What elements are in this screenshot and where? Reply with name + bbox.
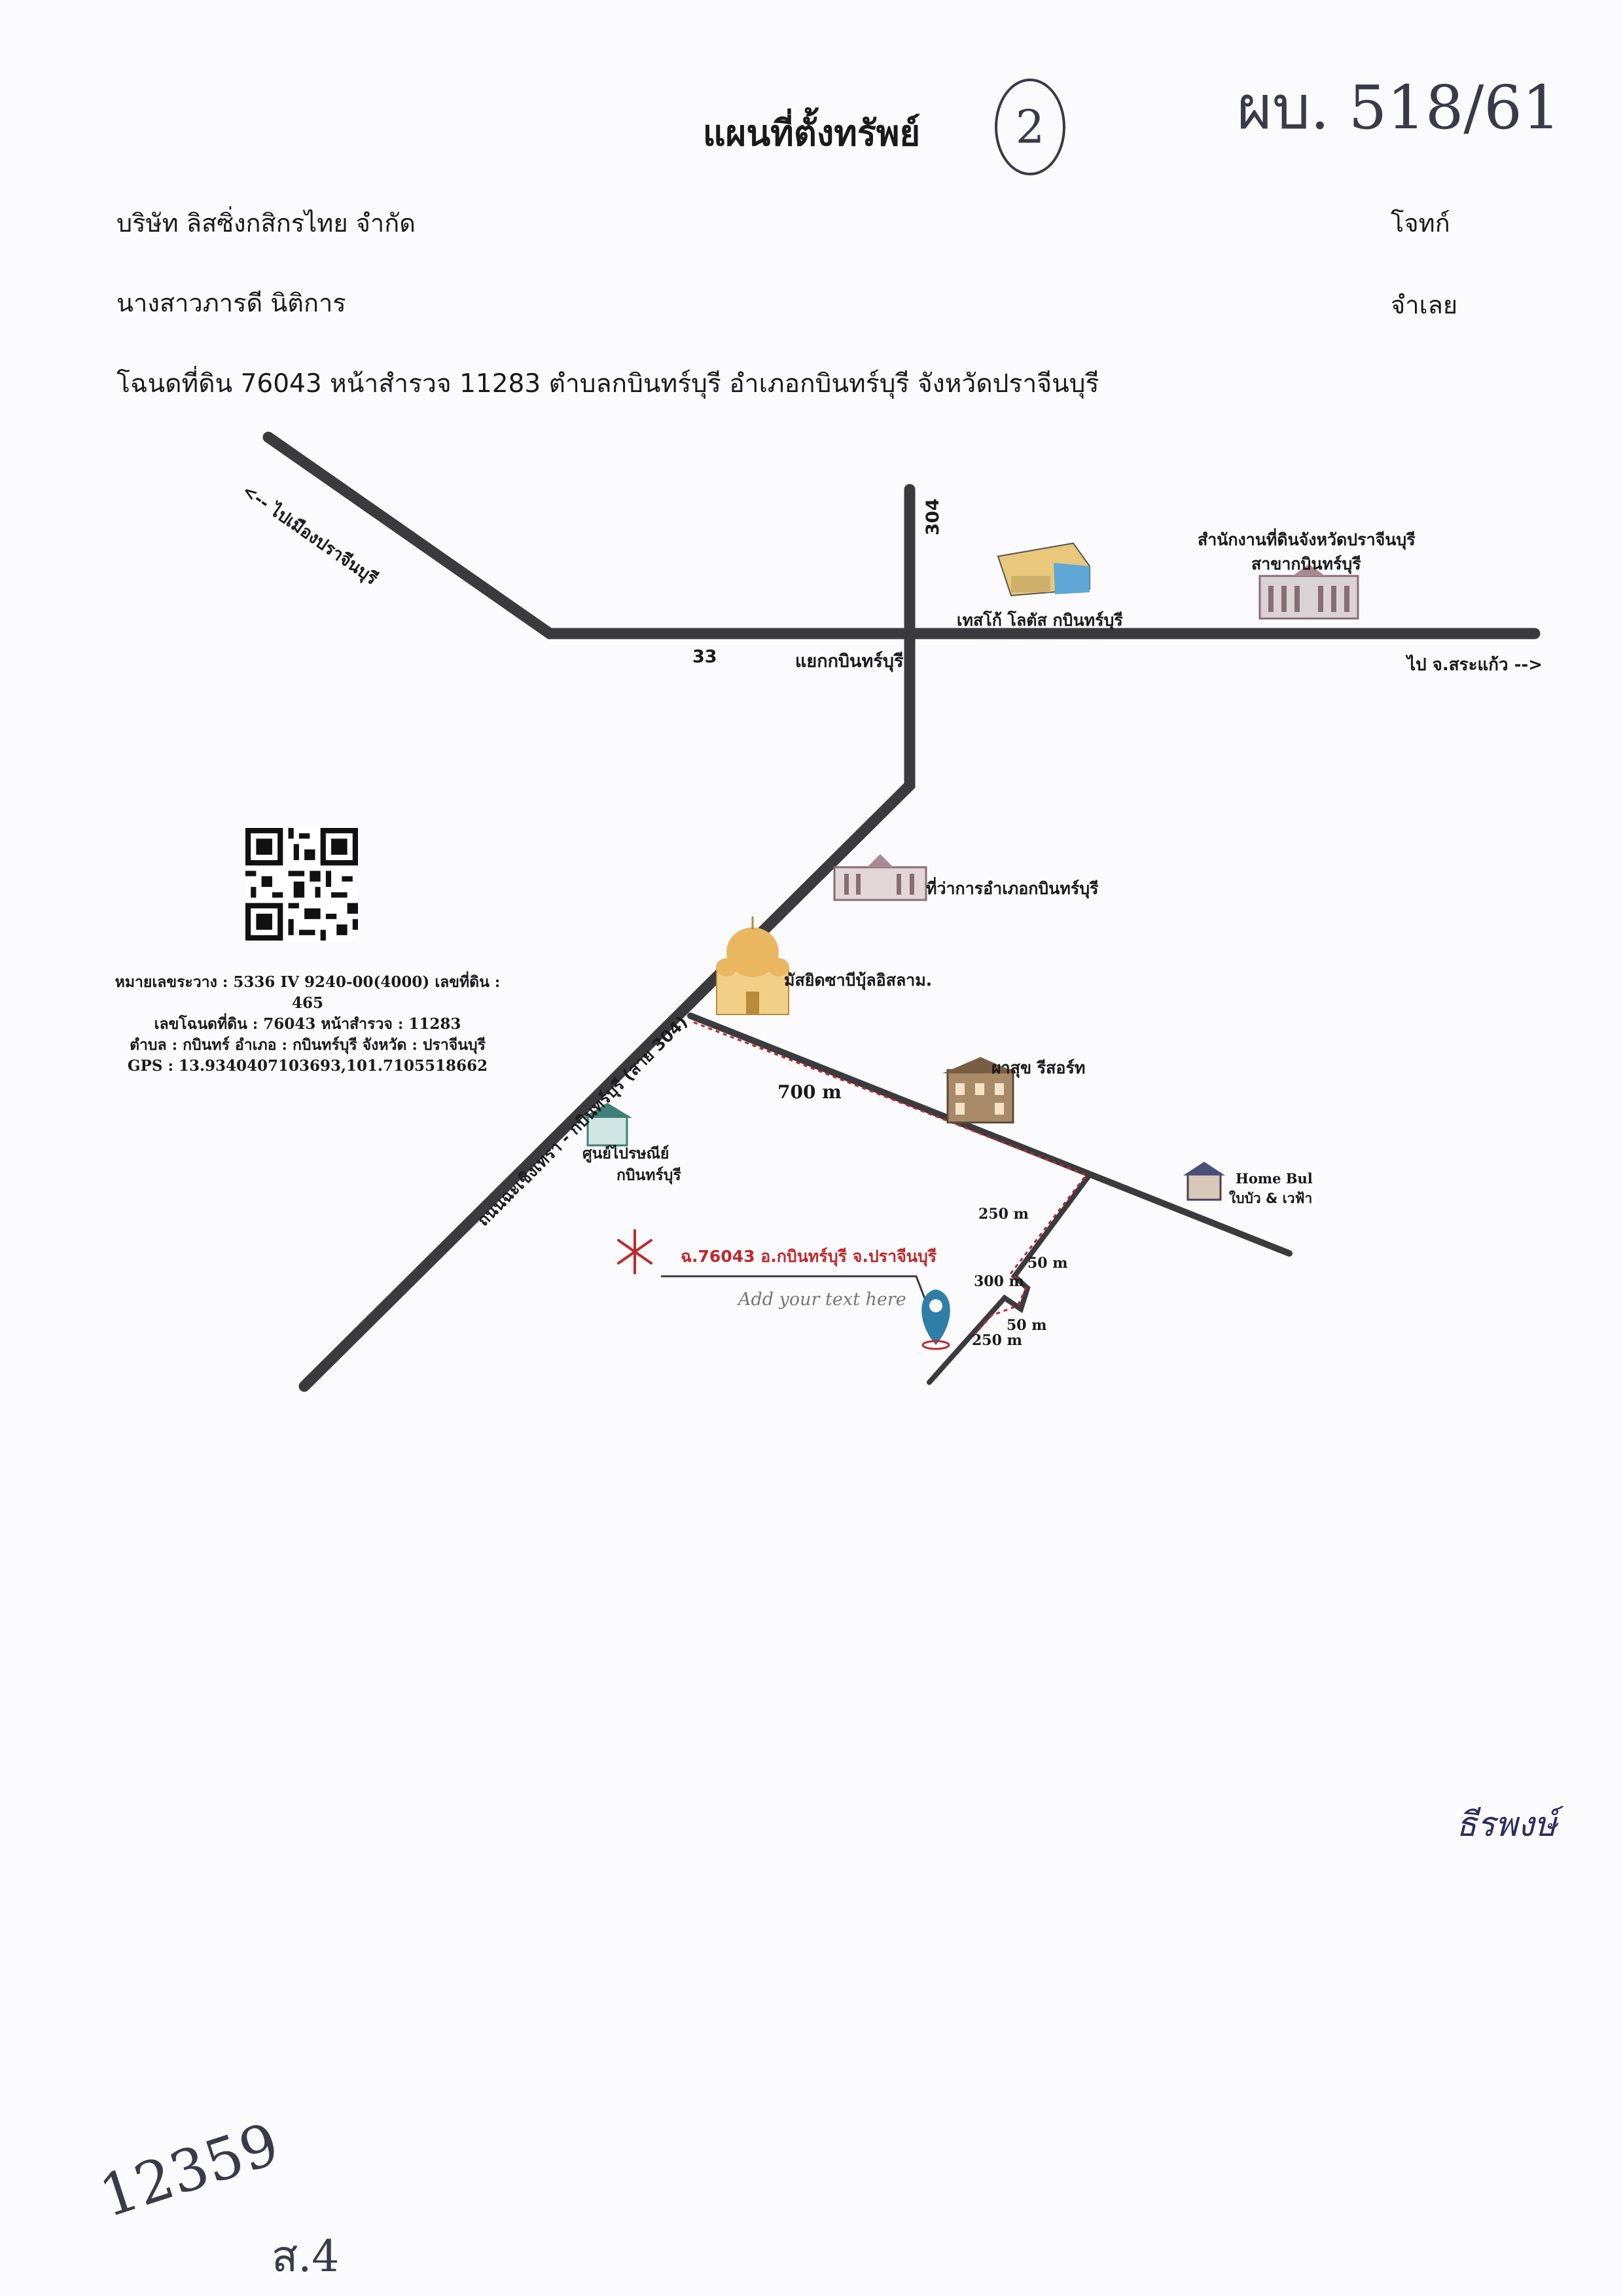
label-home-1: Home Bul [1236,1170,1313,1187]
plaintiff-label: โจทก์ [1391,209,1450,238]
distance-50a: 50 m [1027,1255,1068,1272]
parcel-info-line3: ตำบล : กบินทร์ อำเภอ : กบินทร์บุรี จังหว… [130,1036,486,1054]
target-marker-icon [617,1229,652,1274]
distance-250a: 250 m [978,1206,1029,1223]
defendant-label: จำเลย [1391,291,1458,319]
parcel-info-line2: เลขโฉนดที่ดิน : 76043 หน้าสำรวจ : 11283 [154,1015,461,1033]
label-to-sa-kaeo: ไป จ.สระแก้ว --> [1407,655,1543,675]
deed-line: โฉนดที่ดิน 76043 หน้าสำรวจ 11283 ตำบลกบิ… [116,369,1099,399]
label-district-office: ที่ว่าการอำเภอกบินทร์บุรี [926,879,1099,898]
route-dotted [693,1021,1088,1336]
label-junction: แยกกบินทร์บุรี [795,651,904,672]
target-label: ฉ.76043 อ.กบินทร์บุรี จ.ปราจีนบุรี [681,1247,937,1266]
road-route-33 [262,431,1541,639]
label-route-304: 304 [923,498,943,535]
bottom-left-small: ส.4 [272,2231,340,2282]
signature: ธีรพงษ์ [1456,1805,1557,1844]
road-branch [687,1013,1293,1257]
document-title: แผนที่ตั้งทรัพย์ [702,113,921,154]
parcel-info-line4: GPS : 13.9340407103693,101.7105518662 [127,1057,488,1075]
distance-50b: 50 m [1007,1317,1047,1334]
label-post-1: ศูนย์ไปรษณีย์ [582,1145,669,1162]
label-post-2: กบินทร์บุรี [616,1167,681,1184]
road-access [927,1172,1092,1385]
label-land-office-2: สาขากบินทร์บุรี [1251,554,1361,573]
label-tesco: เทสโก้ โลตัส กบินทร์บุรี [957,611,1123,630]
parcel-info: หมายเลขระวาง : 5336 IV 9240-00(4000) เลข… [111,972,504,1077]
circled-number: 2 [995,79,1065,175]
placeholder-text: Add your text here [738,1289,906,1310]
case-number: ผบ. 518/61 [1237,73,1561,143]
distance-300: 300 m [974,1273,1024,1290]
defendant-name: นางสาวภารดี นิติการ [116,289,346,317]
qr-code [245,828,358,941]
label-resort: ผาสุข รีสอร์ท [991,1058,1086,1077]
post-office-icon [582,1103,632,1147]
location-pin-icon [921,1289,950,1350]
tesco-building-icon [997,542,1090,597]
label-land-office-1: สำนักงานที่ดินจังหวัดปราจีนบุรี [1198,530,1416,549]
mosque-icon [716,916,789,1015]
home-icon [1183,1162,1225,1201]
road-route-304 [298,484,916,1392]
company-name: บริษัท ลิสซิ่งกสิกรไทย จำกัด [116,209,416,238]
parcel-info-line1: หมายเลขระวาง : 5336 IV 9240-00(4000) เลข… [115,973,501,1012]
land-office-icon [1258,564,1359,620]
label-mosque: มัสยิดซาบีบุ้ลอิสลาม. [784,971,933,990]
distance-250b: 250 m [972,1332,1022,1349]
distance-700: 700 m [777,1081,842,1103]
district-office-icon [833,854,927,901]
label-route-33: 33 [692,647,717,667]
resort-icon [942,1057,1018,1124]
label-home-2: ใบบัว & เวฟ้า [1229,1191,1313,1206]
